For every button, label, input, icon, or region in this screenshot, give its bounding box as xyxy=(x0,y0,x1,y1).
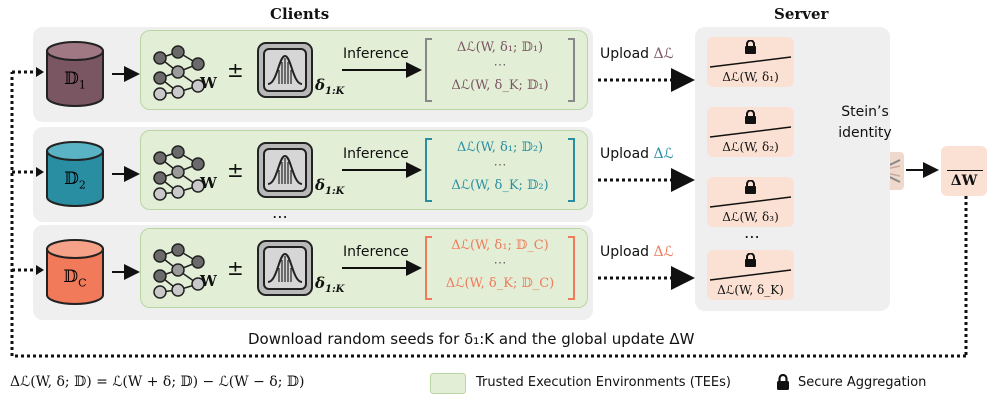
database-symbol: 𝔻 xyxy=(64,169,79,189)
network-icon xyxy=(153,145,205,201)
database-subscript: 2 xyxy=(78,178,86,192)
matrix-bottom: Δℒ(W, δ_K; 𝔻_C) xyxy=(445,276,555,291)
perturbation-label: δ1:K xyxy=(315,176,345,197)
lock-icon xyxy=(745,40,756,54)
database-icon xyxy=(46,239,104,305)
database-subscript: 1 xyxy=(78,78,86,92)
weights-label: W xyxy=(200,272,217,290)
server-update-3: Δℒ(W, δ₃) xyxy=(707,177,794,227)
plus-minus-sign: ± xyxy=(227,256,244,280)
lock-icon xyxy=(745,110,756,124)
clients-header: Clients xyxy=(270,5,330,23)
server-update-label: Δℒ(W, δ₁) xyxy=(722,70,779,84)
database-2: 𝔻2 xyxy=(45,141,105,207)
loss-matrix-2: Δℒ(W, δ₁; 𝔻₂) ⋯ Δℒ(W, δ_K; 𝔻₂) xyxy=(425,138,575,202)
inference-label: Inference xyxy=(343,46,409,62)
gaussian-icon xyxy=(267,252,303,283)
matrix-dots: ⋯ xyxy=(493,256,507,271)
inference-label: Inference xyxy=(343,146,409,162)
lock-icon xyxy=(745,180,756,194)
database-symbol: 𝔻 xyxy=(63,267,79,287)
upload-label-3: Upload Δℒ xyxy=(600,244,674,260)
matrix-dots: ⋯ xyxy=(493,158,507,173)
database-3: 𝔻C xyxy=(45,239,105,305)
matrix-bottom: Δℒ(W, δ_K; 𝔻₂) xyxy=(451,178,549,193)
stein-identity-label: Stein’s identity xyxy=(838,104,892,141)
lock-icon xyxy=(777,374,789,390)
weights-label: W xyxy=(200,74,217,92)
upload-label-1: Upload Δℒ xyxy=(600,46,674,62)
loss-matrix-1: Δℒ(W, δ₁; 𝔻₁) ⋯ Δℒ(W, δ_K; 𝔻₁) xyxy=(425,38,575,102)
network-icon xyxy=(153,45,205,101)
plus-minus-sign: ± xyxy=(227,158,244,182)
server-update-1: Δℒ(W, δ₁) xyxy=(707,37,794,87)
clients-ellipsis: ⋯ xyxy=(272,207,288,226)
perturbation-label: δ1:K xyxy=(315,274,345,295)
database-icon xyxy=(46,41,104,107)
matrix-bottom: Δℒ(W, δ_K; 𝔻₁) xyxy=(451,78,549,93)
tee-legend-swatch xyxy=(430,373,466,394)
network-icon xyxy=(153,243,205,299)
global-update-label: ΔW xyxy=(950,173,978,189)
matrix-top: Δℒ(W, δ₁; 𝔻_C) xyxy=(451,238,549,253)
gaussian-icon xyxy=(267,154,303,185)
database-icon xyxy=(46,141,104,207)
weights-label: W xyxy=(200,174,217,192)
database-1: 𝔻1 xyxy=(45,41,105,107)
perturbation-label: δ1:K xyxy=(315,76,345,97)
inference-label: Inference xyxy=(343,244,409,260)
database-symbol: 𝔻 xyxy=(64,69,79,89)
global-update-box: ΔW xyxy=(941,146,987,196)
noise-distribution-1 xyxy=(257,42,313,98)
tee-area-3 xyxy=(140,228,588,308)
lock-icon xyxy=(745,253,756,267)
server-header: Server xyxy=(774,5,829,23)
gaussian-icon xyxy=(267,54,303,85)
matrix-dots: ⋯ xyxy=(493,58,507,73)
server-update-2: Δℒ(W, δ₂) xyxy=(707,107,794,157)
noise-distribution-3 xyxy=(257,240,313,296)
server-ellipsis: ⋯ xyxy=(744,227,760,246)
download-caption: Download random seeds for δ₁:K and the g… xyxy=(248,330,695,348)
database-subscript: C xyxy=(78,276,87,290)
server-update-k: Δℒ(W, δ_K) xyxy=(707,250,794,300)
plus-minus-sign: ± xyxy=(227,58,244,82)
server-update-label: Δℒ(W, δ₃) xyxy=(722,210,779,224)
upload-label-2: Upload Δℒ xyxy=(600,146,674,162)
matrix-top: Δℒ(W, δ₁; 𝔻₂) xyxy=(456,140,544,155)
server-update-label: Δℒ(W, δ₂) xyxy=(722,140,779,154)
noise-distribution-2 xyxy=(257,142,313,198)
loss-difference-formula: Δℒ(W, δ; 𝔻) = ℒ(W + δ; 𝔻) − ℒ(W − δ; 𝔻) xyxy=(10,374,305,390)
secure-aggregation-legend-label: Secure Aggregation xyxy=(798,375,927,390)
tee-legend-label: Trusted Execution Environments (TEEs) xyxy=(476,375,731,390)
matrix-top: Δℒ(W, δ₁; 𝔻₁) xyxy=(456,40,544,55)
server-update-label: Δℒ(W, δ_K) xyxy=(717,283,784,297)
loss-matrix-3: Δℒ(W, δ₁; 𝔻_C) ⋯ Δℒ(W, δ_K; 𝔻_C) xyxy=(425,236,575,300)
